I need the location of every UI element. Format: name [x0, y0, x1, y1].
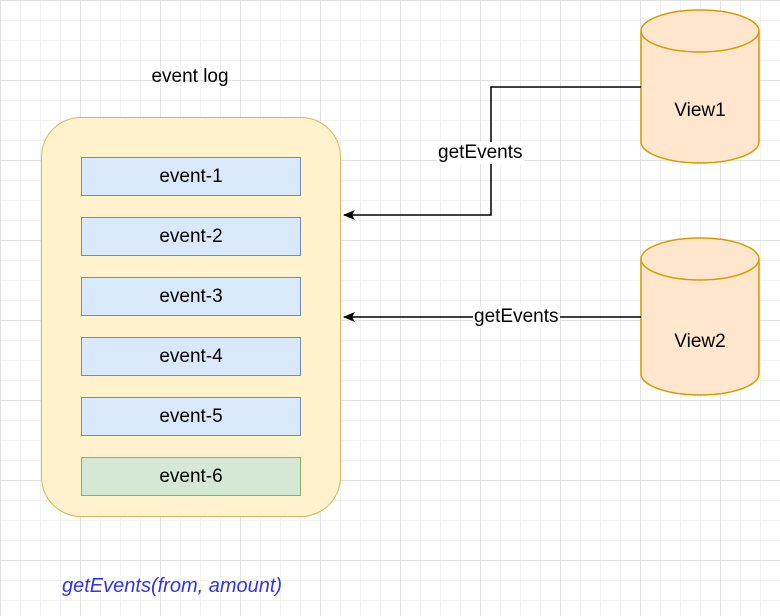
event-box[interactable]: event-5 [81, 397, 301, 436]
event-box[interactable]: event-1 [81, 157, 301, 196]
new-event-box[interactable]: event-6 [81, 457, 301, 496]
view1-label: View1 [674, 100, 726, 121]
view1-cylinder[interactable] [640, 9, 760, 164]
edge-label-view1: getEvents [437, 142, 524, 164]
event-box[interactable]: event-2 [81, 217, 301, 256]
edge-label-view2: getEvents [473, 306, 560, 328]
view2-label: View2 [674, 331, 726, 352]
view2-cylinder[interactable] [640, 237, 760, 396]
event-log-title: event log [151, 66, 229, 87]
function-caption: getEvents(from, amount) [62, 575, 283, 597]
event-box[interactable]: event-3 [81, 277, 301, 316]
event-box[interactable]: event-4 [81, 337, 301, 376]
